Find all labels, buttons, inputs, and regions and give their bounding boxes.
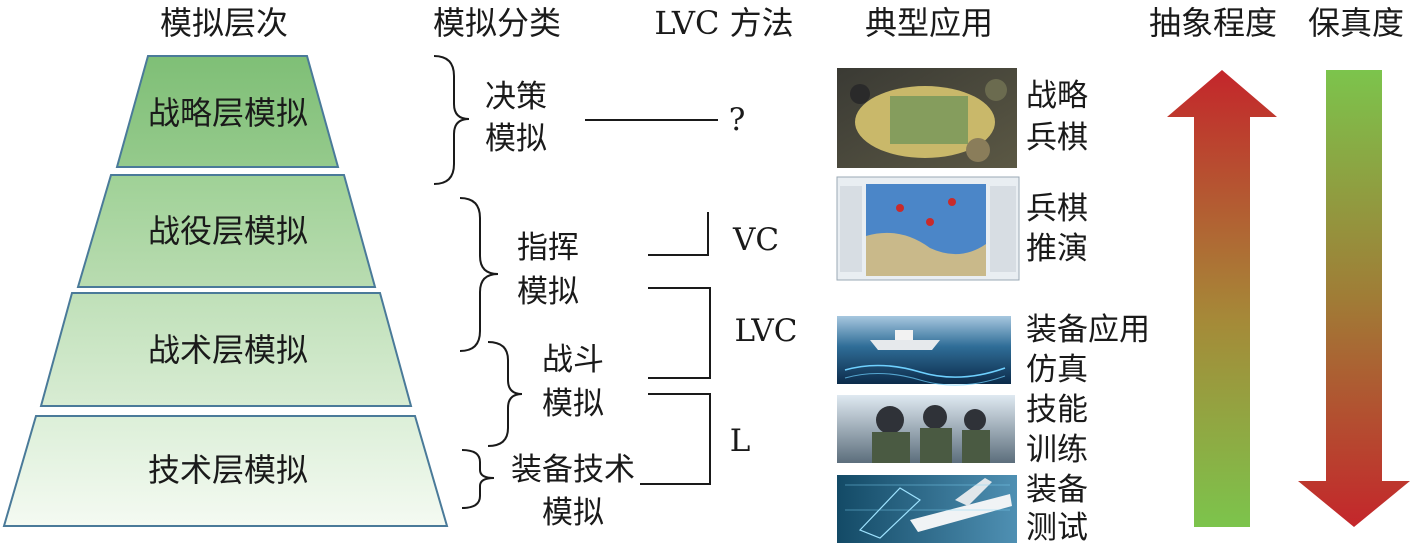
application-5-line2: 测试	[1026, 510, 1088, 546]
brace-decision	[433, 55, 470, 185]
brace-command	[459, 197, 499, 352]
tier-tactical-label: 战术层模拟	[148, 331, 308, 369]
category-labels: 决策 模拟 指挥 模拟 战斗 模拟 装备技术 模拟	[485, 79, 635, 531]
header-fidelity: 保真度	[1308, 4, 1404, 42]
application-4-line2: 训练	[1026, 432, 1088, 468]
header-application: 典型应用	[865, 4, 993, 42]
connector-lvc	[648, 287, 711, 379]
tier-tactical	[39, 292, 413, 407]
application-4-line1: 技能	[1026, 392, 1088, 428]
application-labels: 战略 兵棋 兵棋 推演 装备应用 仿真 技能 训练 装备 测试	[1026, 78, 1150, 546]
category-combat-line1: 战斗	[542, 342, 604, 378]
pyramid: 战略层模拟 战役层模拟 战术层模拟 技术层模拟	[2, 55, 449, 527]
method-l: L	[730, 423, 751, 459]
header-category: 模拟分类	[433, 4, 561, 42]
category-decision-line1: 决策	[485, 79, 547, 115]
application-2-line1: 兵棋	[1026, 191, 1088, 227]
category-command-line2: 模拟	[517, 274, 579, 310]
tier-operational-label: 战役层模拟	[148, 212, 308, 250]
category-braces	[433, 55, 523, 509]
tabletop-wargame-photo	[837, 68, 1017, 168]
application-1-line2: 兵棋	[1026, 120, 1088, 156]
abstraction-arrow-up	[1167, 70, 1277, 527]
category-equipment-line1: 装备技术	[511, 452, 635, 488]
header-level: 模拟层次	[160, 4, 288, 42]
wargame-map-screen	[836, 176, 1020, 281]
fidelity-arrow-down	[1298, 70, 1410, 527]
method-unknown: ?	[729, 102, 746, 138]
application-1-line1: 战略	[1026, 78, 1088, 114]
tier-technical	[2, 415, 449, 527]
naval-simulation-image	[837, 316, 1011, 386]
application-3-line2: 仿真	[1026, 352, 1088, 388]
brace-combat	[487, 341, 523, 447]
connector-l	[640, 393, 711, 485]
method-vc: VC	[732, 222, 779, 258]
category-command-line1: 指挥	[517, 230, 579, 266]
category-equipment-line2: 模拟	[542, 495, 604, 531]
header-method: LVC 方法	[654, 4, 793, 42]
tier-strategic	[115, 55, 340, 168]
tier-operational	[76, 174, 377, 288]
soldiers-training-photo	[837, 395, 1015, 463]
brace-equipment	[461, 449, 495, 509]
aircraft-wireframe-image	[837, 475, 1017, 543]
application-3-line1: 装备应用	[1026, 312, 1150, 348]
category-decision-line2: 模拟	[485, 121, 547, 157]
method-lvc: LVC	[734, 313, 797, 349]
tier-strategic-label: 战略层模拟	[148, 94, 308, 132]
application-2-line2: 推演	[1026, 231, 1088, 267]
category-combat-line2: 模拟	[542, 386, 604, 422]
header-abstraction: 抽象程度	[1149, 4, 1277, 42]
application-5-line1: 装备	[1026, 472, 1088, 508]
connector-vc	[648, 212, 709, 256]
tier-technical-label: 技术层模拟	[148, 451, 308, 489]
method-connectors	[585, 119, 718, 485]
